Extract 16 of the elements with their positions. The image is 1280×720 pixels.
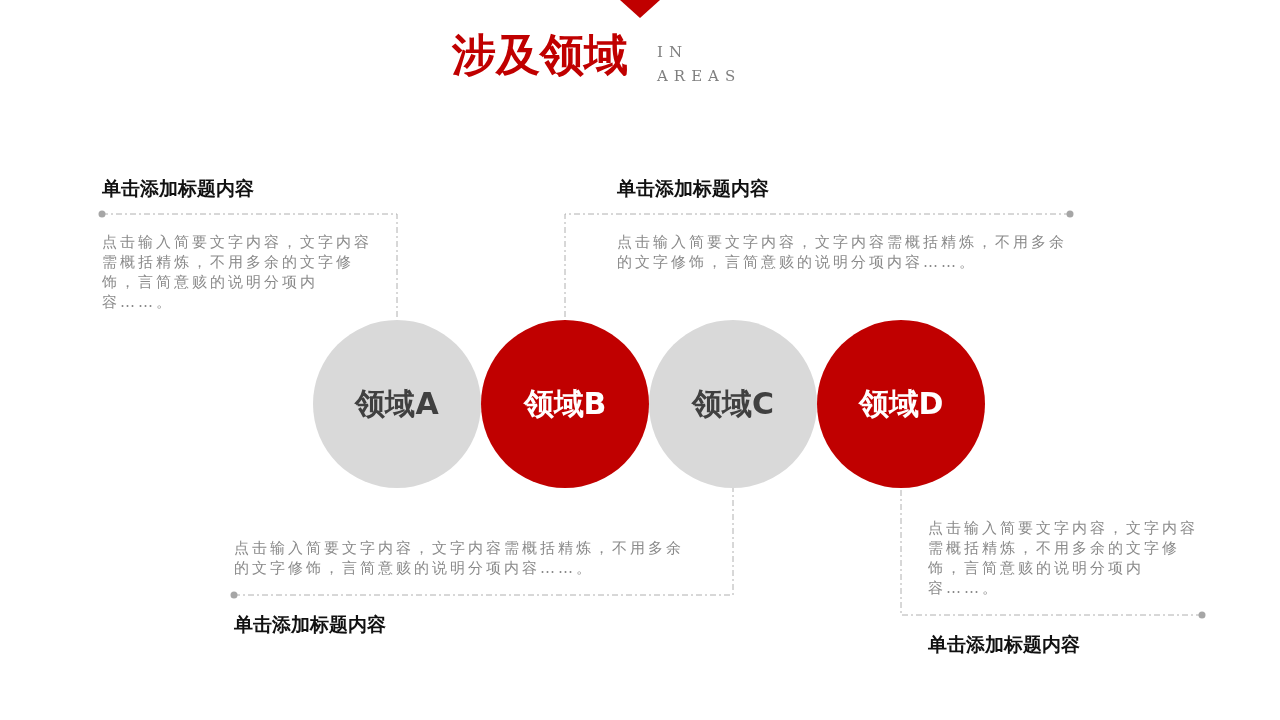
- slide-title: 涉及领域: [452, 28, 628, 82]
- subtitle-text: IN AREAS: [657, 42, 743, 87]
- leader-line: [230, 487, 734, 599]
- body-text: 点击输入简要文字内容，文字内容需概括精炼，不用多余的文字修饰，言简意赅的说明分项内容……。: [928, 518, 1199, 598]
- leader-line: [900, 487, 1206, 619]
- heading-text: 单击添加标题内容: [102, 176, 255, 201]
- body-text: 点击输入简要文字内容，文字内容需概括精炼，不用多余的文字修饰，言简意赅的说明分项内容……。: [234, 538, 685, 578]
- heading-text: 单击添加标题内容: [234, 612, 387, 637]
- node-label: 领域C: [692, 384, 774, 423]
- heading-text: 单击添加标题内容: [617, 176, 770, 201]
- node-label: 领域B: [523, 384, 607, 423]
- heading-text: 单击添加标题内容: [928, 632, 1081, 657]
- node-label: 领域D: [858, 384, 944, 423]
- body-text: 点击输入简要文字内容，文字内容需概括精炼，不用多余的文字修饰，言简意赅的说明分项内容……。: [617, 232, 1068, 272]
- body-text: 点击输入简要文字内容，文字内容需概括精炼，不用多余的文字修饰，言简意赅的说明分项内容……。: [102, 232, 373, 312]
- node-label: 领域A: [355, 384, 439, 423]
